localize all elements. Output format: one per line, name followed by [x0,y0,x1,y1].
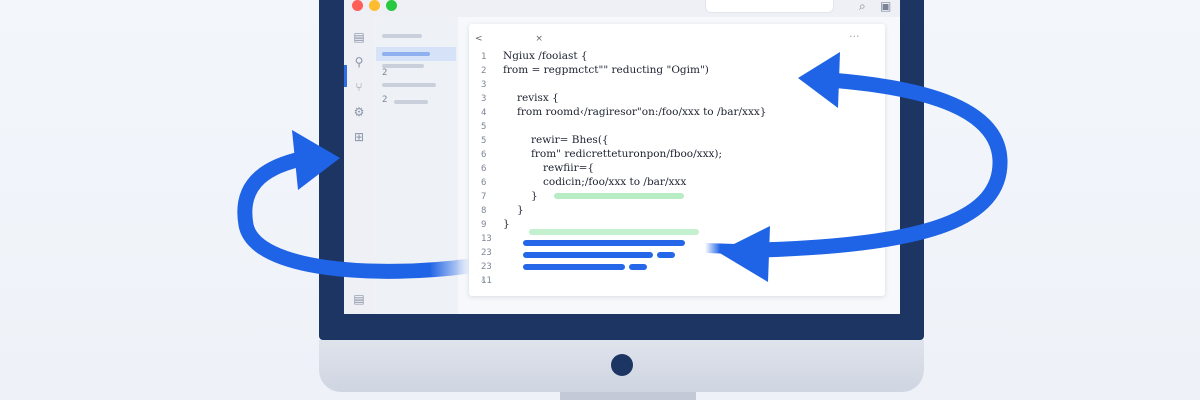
code-line[interactable]: 11 [481,273,503,287]
code-line[interactable]: 3 revisx { [481,91,559,105]
search-icon[interactable]: ⌕ [859,0,866,13]
code-line[interactable]: 6 rewfiir={ [481,161,594,175]
minimize-window-button[interactable] [369,0,380,11]
line-number: 11 [481,276,492,286]
code-line[interactable]: 5 rewir= Bhes({ [481,133,609,147]
panel-line [382,83,436,87]
document-icon[interactable]: ▤ [353,292,365,306]
panel-line [394,100,428,104]
code-line[interactable]: 5 [481,119,503,133]
code-line[interactable]: 23 [481,245,503,259]
line-number: 9 [481,220,487,230]
panel-number: 2 [382,68,388,78]
line-number: 7 [481,192,487,202]
code-line[interactable]: 3 [481,77,503,91]
search-icon[interactable]: ⚲ [354,55,364,69]
debug-icon[interactable]: ⚙ [353,105,365,119]
line-text: } [531,190,538,202]
highlight-green [554,193,684,199]
code-line[interactable]: 4 from roomd‹/ragiresor"on:/foo/xxx to /b… [481,105,766,119]
line-number: 1 [481,52,487,62]
panel-number: 2 [382,95,388,105]
line-number: 4 [481,108,487,118]
screen: ⌕ ▣ ▤ ⚲ ⑂ ⚙ ⊞ ▤ 2 2 < × ··· 1 Ngiux /fooi… [344,0,900,314]
highlight-blue [657,252,675,258]
activity-bar: ▤ ⚲ ⑂ ⚙ ⊞ ▤ [344,17,374,314]
line-number: 5 [481,122,487,132]
line-number: 3 [481,94,487,104]
code-line[interactable]: 6 from" redicretteturonpon/fboo/xxx); [481,147,722,161]
line-number: 6 [481,164,487,174]
line-number: 13 [481,234,492,244]
line-text: revisx { [517,92,559,104]
code-line[interactable]: 7} [481,189,538,203]
panel-line [382,52,430,56]
editor-tab[interactable]: < × [475,34,543,44]
command-search-bar[interactable] [705,0,834,13]
line-text: from roomd‹/ragiresor"on:/foo/xxx to /ba… [517,106,767,118]
highlight-blue [523,240,685,246]
file-icon[interactable]: ▤ [353,30,365,44]
code-line[interactable]: 9} [481,217,510,231]
line-number: 6 [481,178,487,188]
code-line[interactable]: 13 [481,231,503,245]
layout-icon[interactable]: ▣ [880,0,892,13]
close-icon[interactable]: × [535,34,543,44]
more-options-icon[interactable]: ··· [849,30,860,43]
highlight-green-faded [529,229,699,235]
line-text: from = regpmctct"" reducting "Ogim") [503,64,709,76]
code-line[interactable]: 8} [481,203,524,217]
line-number: 5 [481,136,487,146]
line-text: Ngiux /fooiast { [503,50,588,62]
code-line[interactable]: 2 from = regpmctct"" reducting "Ogim") [481,63,709,77]
line-number: 23 [481,262,492,272]
side-panel: 2 2 [374,17,458,314]
line-text: from" redicretteturonpon/fboo/xxx); [531,148,723,160]
code-line[interactable]: 23 [481,259,503,273]
maximize-window-button[interactable] [386,0,397,11]
close-window-button[interactable] [352,0,363,11]
code-line[interactable]: 1 Ngiux /fooiast { [481,49,588,63]
footer-mark: ˄ [481,276,486,285]
line-number: 3 [481,80,487,90]
line-text: } [517,204,524,216]
line-text: codicin;/foo/xxx to /bar/xxx [543,176,687,188]
tab-label: < [475,34,483,44]
line-number: 8 [481,206,487,216]
line-number: 6 [481,150,487,160]
line-number: 2 [481,66,487,76]
highlight-blue [629,264,647,270]
extensions-icon[interactable]: ⊞ [353,130,365,144]
highlight-blue [523,252,653,258]
active-indicator [344,65,347,87]
panel-line [382,64,424,68]
source-control-icon[interactable]: ⑂ [355,80,363,94]
line-text: rewir= Bhes({ [531,134,609,146]
monitor-logo [611,354,633,376]
line-number: 23 [481,248,492,258]
panel-line [382,34,422,38]
monitor-stand [560,392,696,400]
highlight-blue [523,264,625,270]
code-line[interactable]: 6 codicin;/foo/xxx to /bar/xxx [481,175,686,189]
line-text: } [503,218,510,230]
editor-area: < × ··· 1 Ngiux /fooiast { 2 from = regpmct… [458,17,900,314]
line-text: rewfiir={ [543,162,595,174]
code-panel: < × ··· 1 Ngiux /fooiast { 2 from = regpmct… [469,24,885,296]
title-bar: ⌕ ▣ [344,0,900,17]
